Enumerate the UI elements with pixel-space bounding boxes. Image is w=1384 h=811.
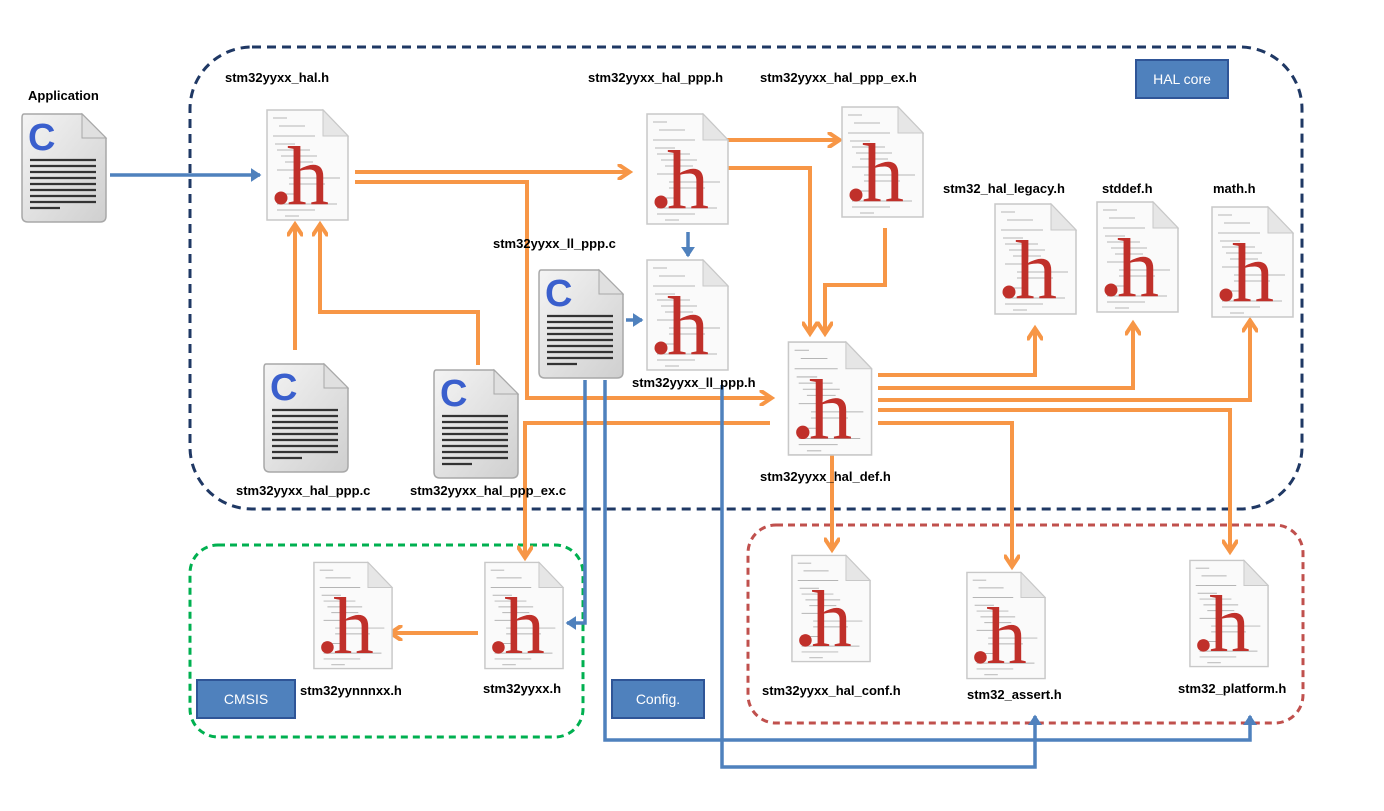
svg-text:Application: Application bbox=[28, 88, 99, 103]
file-assert-h[interactable]: stm32_assert.h bbox=[966, 571, 1062, 702]
arrow-hal-def-to-yyxx bbox=[525, 421, 770, 556]
h-file-icon bbox=[484, 561, 564, 672]
arrow-hal-ppp-to-hal-def bbox=[725, 166, 810, 332]
c-file-icon bbox=[262, 362, 350, 474]
arrow-hal-def-to-assert bbox=[878, 421, 1012, 565]
file-ll-ppp-h[interactable]: stm32yyxx_ll_ppp.h bbox=[632, 259, 756, 390]
file-hal-def-h[interactable]: stm32yyxx_hal_def.h bbox=[760, 341, 891, 484]
arrow-hal-def-to-stddef bbox=[878, 325, 1133, 390]
arrows bbox=[110, 140, 1257, 769]
file-hal-ppp-c[interactable]: stm32yyxx_hal_ppp.c bbox=[236, 362, 370, 498]
file-stddef-h[interactable]: stddef.h bbox=[1096, 181, 1179, 315]
svg-text:stm32yyxx_hal_conf.h: stm32yyxx_hal_conf.h bbox=[762, 683, 901, 698]
h-file-icon bbox=[841, 106, 924, 220]
arrow-hal-to-hal-def bbox=[355, 180, 770, 398]
arrow-ll-ppp-c-to-platform bbox=[603, 380, 1257, 742]
file-hal-h[interactable]: stm32yyxx_hal.h bbox=[225, 70, 349, 223]
svg-text:stm32yynnnxx.h: stm32yynnnxx.h bbox=[300, 683, 402, 698]
arrow-hal-ppp-ex-to-hal-def bbox=[825, 228, 887, 332]
svg-text:stm32yyxx_hal.h: stm32yyxx_hal.h bbox=[225, 70, 329, 85]
svg-text:stm32_hal_legacy.h: stm32_hal_legacy.h bbox=[943, 181, 1065, 196]
svg-text:stm32yyxx_hal_def.h: stm32yyxx_hal_def.h bbox=[760, 469, 891, 484]
file-platform-h[interactable]: stm32_platform.h bbox=[1178, 559, 1286, 696]
config-group bbox=[746, 523, 1305, 725]
svg-text:stm32yyxx_ll_ppp.c: stm32yyxx_ll_ppp.c bbox=[493, 236, 616, 251]
file-hal-ppp-h[interactable]: stm32yyxx_hal_ppp.h bbox=[588, 70, 729, 227]
h-file-icon bbox=[1096, 201, 1179, 315]
file-application[interactable]: Application bbox=[20, 88, 108, 224]
c-file-icon bbox=[20, 112, 108, 224]
c-file-icon bbox=[537, 268, 625, 380]
file-yyxx-h[interactable]: stm32yyxx.h bbox=[483, 561, 564, 696]
arrow-hal-def-to-math bbox=[878, 322, 1250, 402]
config-label: Config. bbox=[611, 679, 705, 719]
h-file-icon bbox=[966, 571, 1046, 682]
h-file-icon bbox=[994, 203, 1077, 317]
file-hal-legacy-h[interactable]: stm32_hal_legacy.h bbox=[943, 181, 1077, 317]
arrow-hal-ppp-ex-c-to-hal bbox=[320, 226, 480, 365]
svg-text:stm32yyxx_hal_ppp_ex.h: stm32yyxx_hal_ppp_ex.h bbox=[760, 70, 917, 85]
svg-text:stm32_platform.h: stm32_platform.h bbox=[1178, 681, 1286, 696]
svg-text:stm32yyxx_hal_ppp_ex.c: stm32yyxx_hal_ppp_ex.c bbox=[410, 483, 566, 498]
h-file-icon bbox=[313, 561, 393, 672]
file-hal-conf-h[interactable]: stm32yyxx_hal_conf.h bbox=[762, 554, 901, 698]
file-yynnnxx-h[interactable]: stm32yynnnxx.h bbox=[300, 561, 402, 698]
svg-text:stm32_assert.h: stm32_assert.h bbox=[967, 687, 1062, 702]
arrow-ll-ppp-c-to-yyxx bbox=[565, 380, 587, 630]
svg-text:stddef.h: stddef.h bbox=[1102, 181, 1153, 196]
svg-text:stm32yyxx.h: stm32yyxx.h bbox=[483, 681, 561, 696]
cmsis-group bbox=[188, 543, 585, 739]
hal-core-group bbox=[188, 45, 1304, 511]
svg-text:stm32yyxx_ll_ppp.h: stm32yyxx_ll_ppp.h bbox=[632, 375, 756, 390]
file-math-h[interactable]: math.h bbox=[1211, 181, 1294, 320]
svg-text:math.h: math.h bbox=[1213, 181, 1256, 196]
h-file-icon bbox=[1189, 559, 1269, 670]
svg-text:HAL core: HAL core bbox=[1153, 71, 1211, 87]
arrow-hal-def-to-platform bbox=[878, 408, 1230, 550]
svg-text:stm32yyxx_hal_ppp.h: stm32yyxx_hal_ppp.h bbox=[588, 70, 723, 85]
h-file-icon bbox=[1211, 206, 1294, 320]
arrow-ll-ppp-h-to-assert bbox=[720, 385, 1042, 769]
file-ll-ppp-c[interactable]: stm32yyxx_ll_ppp.c bbox=[493, 236, 625, 380]
svg-text:stm32yyxx_hal_ppp.c: stm32yyxx_hal_ppp.c bbox=[236, 483, 370, 498]
h-file-icon bbox=[646, 113, 729, 227]
cmsis-label: CMSIS bbox=[196, 679, 296, 719]
h-file-icon bbox=[266, 109, 349, 223]
h-file-icon bbox=[646, 259, 729, 373]
arrow-hal-def-to-legacy bbox=[878, 330, 1035, 377]
hal-core-label: HAL core bbox=[1135, 59, 1229, 99]
file-hal-ppp-ex-c[interactable]: stm32yyxx_hal_ppp_ex.c bbox=[410, 368, 566, 498]
svg-text:CMSIS: CMSIS bbox=[224, 691, 268, 707]
svg-text:Config.: Config. bbox=[636, 691, 680, 707]
h-file-icon bbox=[787, 341, 873, 458]
c-file-icon bbox=[432, 368, 520, 480]
file-hal-ppp-ex-h[interactable]: stm32yyxx_hal_ppp_ex.h bbox=[760, 70, 924, 220]
h-file-icon bbox=[791, 554, 871, 665]
